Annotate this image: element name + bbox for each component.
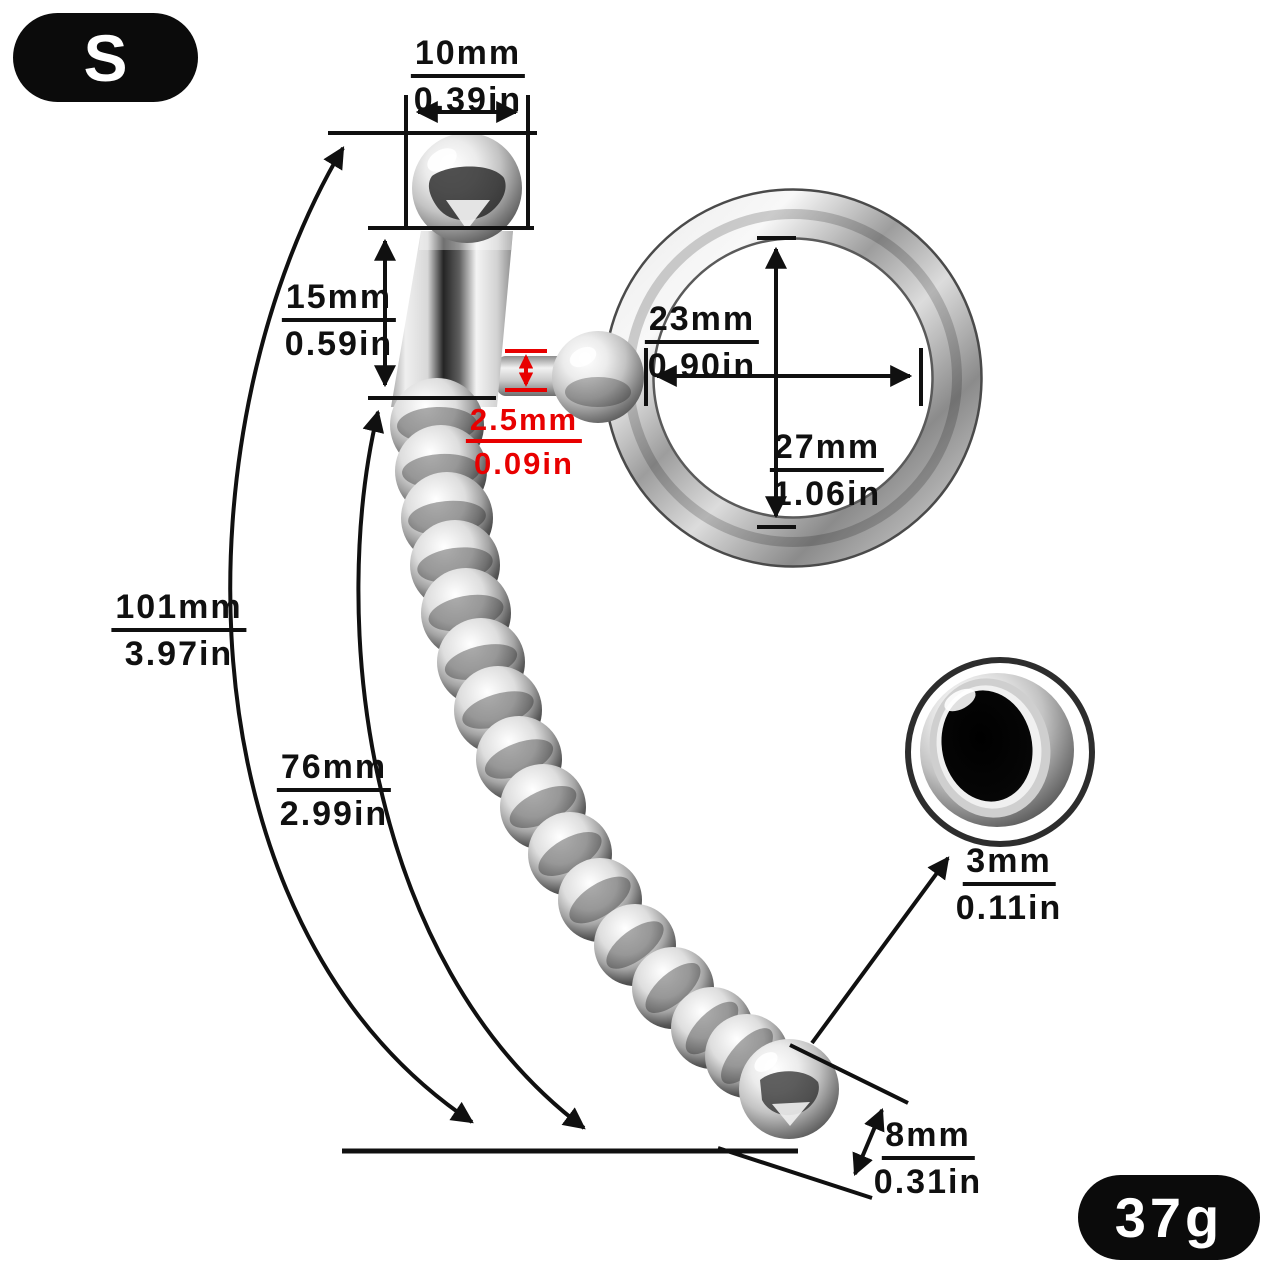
tip-diameter-arrow: [852, 1107, 885, 1177]
dim-total-length-mm: 101mm: [111, 590, 247, 632]
shaft-length-arc: [356, 409, 586, 1130]
weight-badge: 37g: [1078, 1175, 1260, 1260]
dim-ring-inner-width-in: 0.90in: [647, 346, 757, 385]
dim-total-length: 101mm 3.97in: [111, 590, 247, 673]
tip-ball: [739, 1039, 839, 1139]
product-illustration: [390, 133, 1095, 1139]
dim-pin-diameter-mm: 2.5mm: [465, 404, 583, 443]
dim-pin-diameter: 2.5mm 0.09in: [465, 404, 583, 481]
dim-tip-diameter: 8mm 0.31in: [874, 1118, 982, 1199]
dim-shaft-length-mm: 76mm: [276, 750, 392, 792]
dim-ring-inner-width: 23mm 0.90in: [644, 302, 760, 385]
dim-head-width-in: 0.39in: [413, 80, 523, 119]
dim-shaft-length: 76mm 2.99in: [276, 750, 392, 833]
pin-dimension-red: [505, 349, 547, 392]
dim-ring-inner-width-mm: 23mm: [644, 302, 760, 344]
tip-tick-lower: [717, 1146, 873, 1200]
dim-head-width: 10mm 0.39in: [410, 36, 526, 119]
dim-ring-inner-height-in: 1.06in: [772, 474, 882, 513]
tip-tick-upper: [789, 1043, 909, 1105]
dim-hole-diameter-in: 0.11in: [955, 888, 1063, 927]
dim-head-length: 15mm 0.59in: [281, 280, 397, 363]
dim-pin-diameter-in: 0.09in: [474, 445, 574, 481]
dim-ring-inner-height: 27mm 1.06in: [769, 430, 885, 513]
beaded-shaft: [390, 378, 789, 1098]
dim-hole-diameter: 3mm 0.11in: [956, 844, 1063, 925]
total-length-arc: [228, 146, 474, 1124]
dim-tip-diameter-mm: 8mm: [881, 1118, 975, 1160]
dim-head-length-mm: 15mm: [281, 280, 397, 322]
size-badge: S: [13, 13, 198, 102]
hole-detail-view: [905, 657, 1095, 847]
hole-detail-leader-arrow: [810, 856, 950, 1045]
dimension-lines: [228, 95, 950, 1200]
drain-hole: [941, 690, 1033, 802]
dim-ring-inner-height-mm: 27mm: [769, 430, 885, 472]
dim-total-length-in: 3.97in: [124, 634, 234, 673]
dim-tip-diameter-in: 0.31in: [873, 1162, 983, 1201]
dim-shaft-length-in: 2.99in: [279, 794, 389, 833]
dim-head-length-in: 0.59in: [284, 324, 394, 363]
dim-hole-diameter-mm: 3mm: [962, 844, 1056, 886]
dim-head-width-mm: 10mm: [410, 36, 526, 78]
ring-ball: [552, 331, 644, 423]
